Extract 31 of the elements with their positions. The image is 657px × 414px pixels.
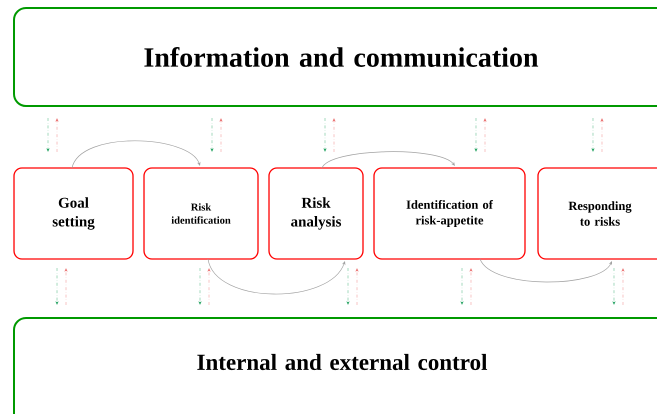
arrow [592,118,594,152]
curved-arrow [480,258,612,282]
band: Information and communication [13,7,657,107]
arrow [470,268,472,306]
arrow [612,268,616,305]
arrow [356,268,358,306]
arrow [332,118,336,152]
arrow [208,268,210,306]
arrow [600,118,604,152]
curved-arrow [208,258,346,294]
arrow [460,268,464,305]
process-box: Risk identification [143,167,259,260]
process-box: Responding to risks [537,167,657,260]
arrow [346,268,350,305]
process-box: Goal setting [13,167,134,260]
arrow [198,268,202,305]
arrow [622,268,624,306]
arrow [210,118,214,152]
curved-arrow [322,151,455,168]
arrow [484,118,486,152]
arrow [56,268,58,305]
band: Internal and external control [13,317,657,414]
process-box: Risk analysis [268,167,364,260]
arrow [64,268,68,306]
arrow [46,118,50,152]
arrow [324,118,326,152]
process-box: Identification of risk-appetite [373,167,526,260]
arrow [56,118,58,152]
arrow [474,118,478,152]
curved-arrow [72,140,200,168]
arrow [220,118,222,152]
